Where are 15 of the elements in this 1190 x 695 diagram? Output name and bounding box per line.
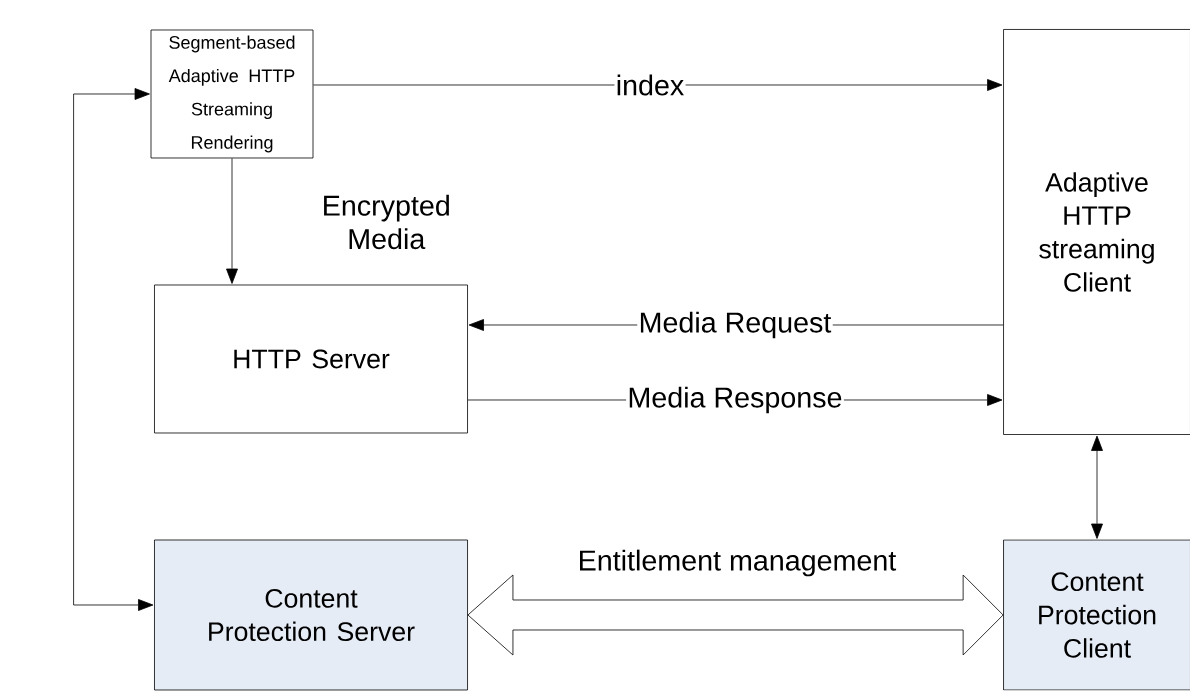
edge-label: Media Response bbox=[626, 385, 844, 415]
process-box: Segment-based Adaptive HTTP Streaming Rendering bbox=[150, 29, 314, 159]
process-box: HTTP Server bbox=[154, 284, 468, 434]
arrow bbox=[226, 158, 238, 284]
edge-label: Media Request bbox=[637, 310, 833, 340]
edge-label: index bbox=[614, 73, 686, 97]
double-arrow bbox=[467, 574, 1004, 656]
edge-label: Encrypted Media bbox=[324, 194, 449, 250]
process-box: Content Protection Client bbox=[1003, 539, 1190, 691]
process-box: Content Protection Server bbox=[154, 539, 468, 691]
arrow bbox=[1091, 435, 1103, 539]
edge-label: Entitlement management bbox=[580, 549, 897, 577]
arrow bbox=[313, 79, 1003, 91]
arrow bbox=[73, 88, 154, 611]
process-box: Adaptive HTTP streaming Client bbox=[1003, 29, 1190, 435]
